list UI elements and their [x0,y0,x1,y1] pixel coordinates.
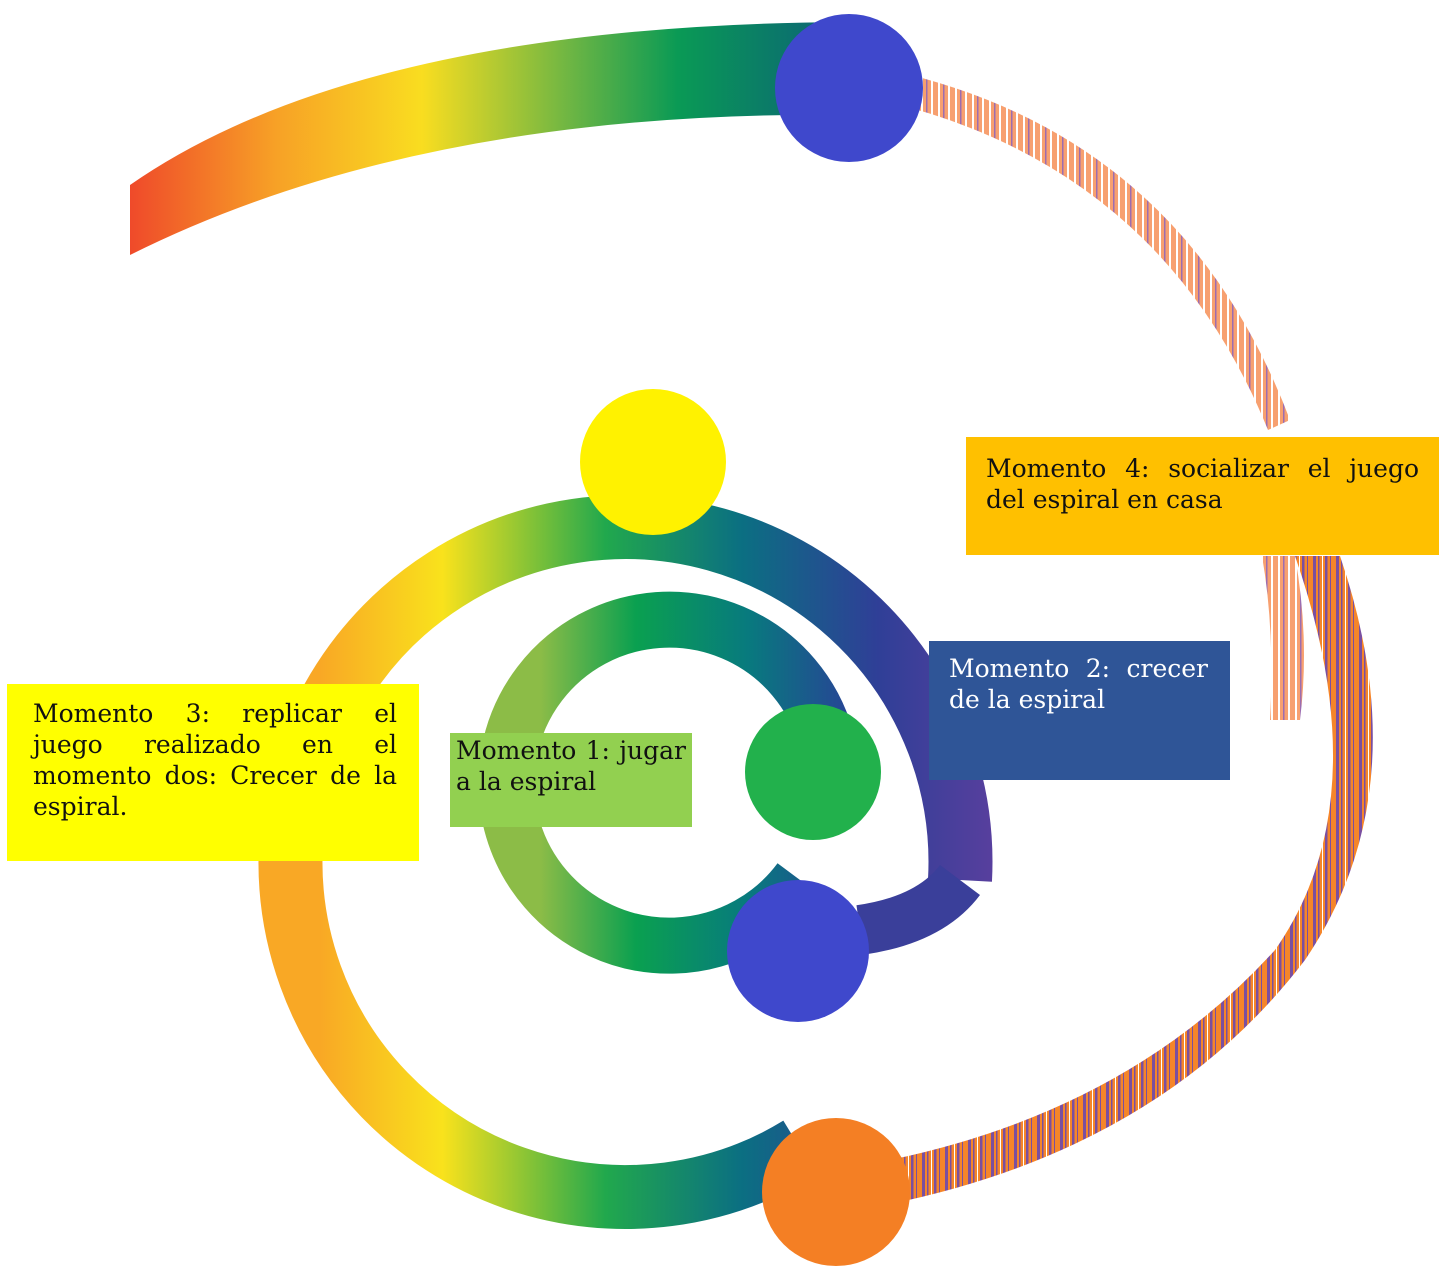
node-blue-top [775,14,923,162]
outer-arc-gradient [130,22,848,255]
outer-arc-striped-segment [1262,556,1304,720]
momento-2-label: Momento 2: crecer de la espiral [929,641,1230,780]
node-yellow [580,389,726,535]
outer-arc-striped [880,68,1290,430]
node-blue-bottom [727,880,869,1022]
node-orange [762,1118,910,1266]
middle-ring-tail [856,864,980,955]
momento-4-label: Momento 4: socializar el juego del espir… [966,437,1439,555]
outer-arc-striped-lower [885,556,1373,1205]
node-green [745,704,881,840]
momento-1-label: Momento 1: jugar a la espiral [450,733,692,827]
momento-3-label: Momento 3: replicar el juego realizado e… [7,684,419,861]
